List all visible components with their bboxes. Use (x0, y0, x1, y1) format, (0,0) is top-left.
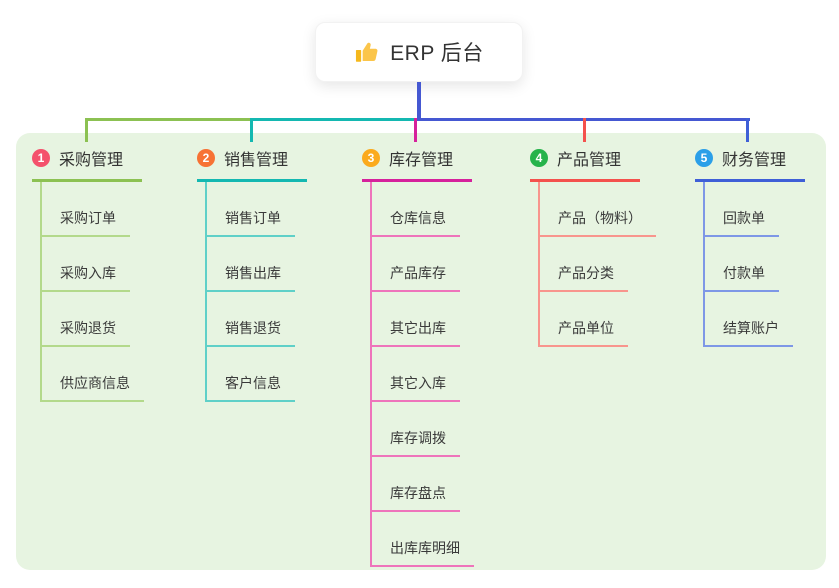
drop-line-sales (250, 118, 253, 142)
badge-5: 5 (695, 149, 713, 167)
root-node-label: ERP 后台 (390, 42, 484, 65)
branch-product-title[interactable]: 4 产品管理 (530, 146, 640, 182)
bus-segment-teal (250, 118, 419, 121)
branch-purchase: 1 采购管理 采购订单 采购入库 采购退货 供应商信息 (32, 146, 150, 402)
child-node[interactable]: 其它出库 (372, 318, 460, 347)
child-node[interactable]: 库存盘点 (372, 483, 460, 512)
branch-finance: 5 财务管理 回款单 付款单 结算账户 (695, 146, 813, 347)
child-node[interactable]: 仓库信息 (372, 208, 460, 237)
bus-segment-green (86, 118, 252, 121)
child-node[interactable]: 付款单 (705, 263, 779, 292)
branch-inventory: 3 库存管理 仓库信息 产品库存 其它出库 其它入库 库存调拨 库存盘点 出库库… (362, 146, 480, 567)
branch-purchase-title[interactable]: 1 采购管理 (32, 146, 142, 182)
child-node[interactable]: 产品（物料） (540, 208, 656, 237)
badge-4: 4 (530, 149, 548, 167)
branch-sales-title[interactable]: 2 销售管理 (197, 146, 307, 182)
branch-finance-children: 回款单 付款单 结算账户 (703, 182, 813, 347)
child-node[interactable]: 客户信息 (207, 373, 295, 402)
badge-2: 2 (197, 149, 215, 167)
branch-product-children: 产品（物料） 产品分类 产品单位 (538, 182, 656, 347)
child-node[interactable]: 销售退货 (207, 318, 295, 347)
branch-inventory-children: 仓库信息 产品库存 其它出库 其它入库 库存调拨 库存盘点 出库库明细 (370, 182, 480, 567)
child-node[interactable]: 采购订单 (42, 208, 130, 237)
branch-finance-title[interactable]: 5 财务管理 (695, 146, 805, 182)
drop-line-finance (746, 118, 749, 142)
branch-inventory-title[interactable]: 3 库存管理 (362, 146, 472, 182)
branch-sales: 2 销售管理 销售订单 销售出库 销售退货 客户信息 (197, 146, 315, 402)
branch-title-label: 财务管理 (722, 152, 787, 169)
thumbs-up-icon (356, 42, 378, 62)
root-node[interactable]: ERP 后台 (315, 22, 523, 82)
child-node[interactable]: 采购入库 (42, 263, 130, 292)
child-node[interactable]: 回款单 (705, 208, 779, 237)
branch-product: 4 产品管理 产品（物料） 产品分类 产品单位 (530, 146, 656, 347)
child-node[interactable]: 库存调拨 (372, 428, 460, 457)
branch-title-label: 采购管理 (59, 152, 124, 169)
badge-3: 3 (362, 149, 380, 167)
child-node[interactable]: 出库库明细 (372, 538, 474, 567)
child-node[interactable]: 采购退货 (42, 318, 130, 347)
branch-title-label: 销售管理 (224, 152, 289, 169)
child-node[interactable]: 其它入库 (372, 373, 460, 402)
child-node[interactable]: 销售出库 (207, 263, 295, 292)
drop-line-product (583, 118, 586, 142)
child-node[interactable]: 产品分类 (540, 263, 628, 292)
child-node[interactable]: 供应商信息 (42, 373, 144, 402)
branches-panel (16, 133, 826, 570)
drop-line-purchase (85, 118, 88, 142)
root-connector-line (417, 82, 421, 119)
badge-1: 1 (32, 149, 50, 167)
child-node[interactable]: 产品单位 (540, 318, 628, 347)
branch-purchase-children: 采购订单 采购入库 采购退货 供应商信息 (40, 182, 150, 402)
drop-line-inventory (414, 118, 417, 142)
child-node[interactable]: 结算账户 (705, 318, 793, 347)
branch-title-label: 库存管理 (389, 152, 454, 169)
branch-sales-children: 销售订单 销售出库 销售退货 客户信息 (205, 182, 315, 402)
branch-title-label: 产品管理 (557, 152, 622, 169)
child-node[interactable]: 产品库存 (372, 263, 460, 292)
child-node[interactable]: 销售订单 (207, 208, 295, 237)
